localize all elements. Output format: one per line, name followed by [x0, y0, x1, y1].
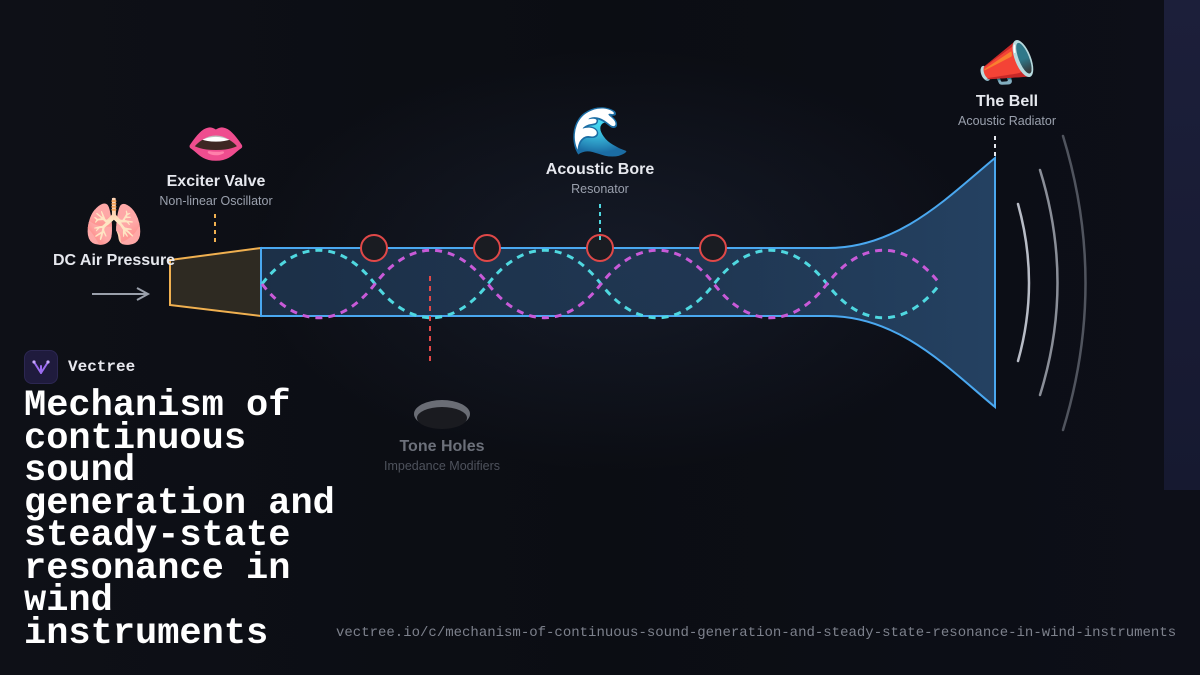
bell-label: The Bell — [975, 93, 1039, 110]
node-exciter-valve: 👄 Exciter Valve Non-linear Oscillator — [159, 117, 272, 208]
mouthpiece — [169, 246, 262, 318]
right-edge-panel — [1164, 0, 1200, 490]
wave-icon: 🌊 — [570, 106, 630, 159]
tone-holes-subtitle: Impedance Modifiers — [383, 459, 501, 473]
node-acoustic-bore: 🌊 Acoustic Bore Resonator — [546, 105, 654, 196]
node-tone-holes: Tone Holes Impedance Modifiers — [384, 438, 500, 473]
air-pressure-label: DC Air Pressure — [52, 252, 176, 269]
tone-hole — [473, 234, 501, 262]
megaphone-icon: 📣 — [977, 38, 1037, 91]
standing-wave-magenta — [260, 248, 942, 320]
tone-hole — [699, 234, 727, 262]
tube-body — [260, 155, 996, 410]
vectree-logo-icon — [24, 350, 58, 384]
source-url[interactable]: vectree.io/c/mechanism-of-continuous-sou… — [336, 625, 1177, 641]
hole-icon — [414, 400, 470, 429]
tone-hole — [586, 234, 614, 262]
bell-subtitle: Acoustic Radiator — [958, 114, 1056, 128]
exciter-valve-subtitle: Non-linear Oscillator — [159, 194, 273, 208]
node-bell: 📣 The Bell Acoustic Radiator — [958, 37, 1056, 128]
node-air-pressure: 🫁 DC Air Pressure — [53, 196, 175, 270]
exciter-valve-label: Exciter Valve — [166, 173, 266, 190]
tone-holes — [360, 234, 727, 262]
mouth-icon: 👄 — [186, 118, 246, 171]
page-title: Mechanism of continuous sound generation… — [24, 385, 335, 655]
sound-radiation-arcs — [1016, 134, 1087, 432]
acoustic-bore-subtitle: Resonator — [571, 182, 629, 196]
lungs-icon: 🫁 — [84, 197, 144, 250]
air-flow-arrow — [92, 287, 151, 301]
brand[interactable]: Vectree — [24, 350, 135, 384]
tone-hole — [360, 234, 388, 262]
acoustic-bore-label: Acoustic Bore — [545, 161, 655, 178]
tone-holes-label: Tone Holes — [399, 438, 485, 455]
brand-name: Vectree — [68, 358, 136, 376]
